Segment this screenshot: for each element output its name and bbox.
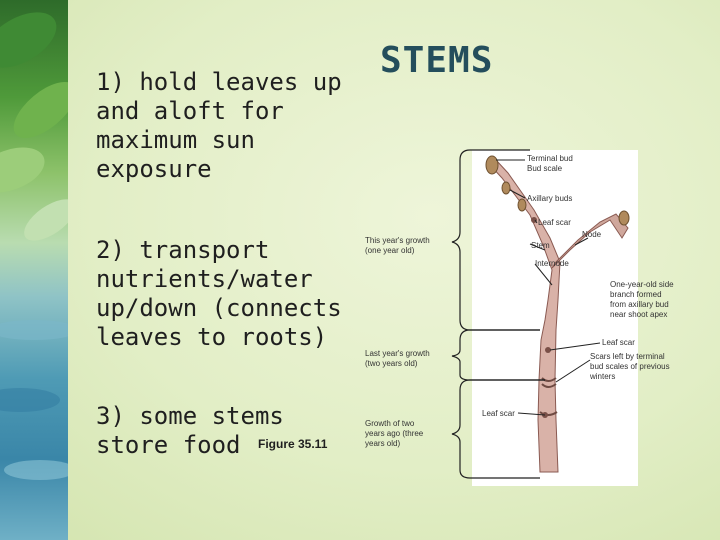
- pointer-internode: [534, 263, 553, 286]
- label-scars-terminal-2: bud scales of previous: [590, 362, 670, 371]
- point-transport: 2) transport nutrients/water up/down (co…: [96, 236, 342, 351]
- bud-scale-scar-ring: [541, 383, 557, 388]
- label-internode: Internode: [535, 259, 569, 268]
- label-two-years-2: years ago (three: [365, 429, 424, 438]
- point-store-food: 3) some stems store food: [96, 402, 284, 459]
- leaf-water-image-strip: [0, 0, 68, 540]
- label-side-branch-1: One-year-old side: [610, 280, 674, 289]
- pointer-leaf-scar-top: [534, 219, 538, 224]
- label-side-branch-3: from axillary bud: [610, 300, 669, 309]
- pointer-node: [574, 237, 589, 246]
- label-two-years-3: years old): [365, 439, 401, 448]
- bracket-this-year: [451, 149, 540, 331]
- bud-scale-scar-ring: [539, 411, 558, 416]
- label-leaf-scar-mid: Leaf scar: [602, 338, 635, 347]
- leaf-scar-mark: [545, 347, 551, 353]
- point-hold-leaves: 1) hold leaves up and aloft for maximum …: [96, 68, 342, 183]
- label-side-branch-4: near shoot apex: [610, 310, 668, 319]
- pointer-scars-terminal: [555, 359, 591, 383]
- slide-title: STEMS: [380, 40, 494, 81]
- label-leaf-scar-top: Leaf scar: [538, 218, 571, 227]
- label-scars-terminal-3: winters: [590, 372, 616, 381]
- label-side-branch-2: branch formed: [610, 290, 662, 299]
- pointer-leaf-scar-low: [517, 412, 546, 416]
- label-leaf-scar-low: Leaf scar: [482, 409, 515, 418]
- bracket-last-year: [451, 329, 545, 381]
- pointer-leaf-scar-mid: [549, 342, 601, 351]
- terminal-bud-mark: [485, 155, 499, 175]
- bud-scale-scar-ring: [541, 377, 557, 382]
- axillary-bud-mark: [517, 198, 527, 212]
- label-two-years-1: Growth of two: [365, 419, 415, 428]
- figure-reference: Figure 35.11: [258, 437, 328, 451]
- label-last-year-1: Last year's growth: [365, 349, 430, 358]
- label-scars-terminal-1: Scars left by terminal: [590, 352, 665, 361]
- label-axillary-buds: Axillary buds: [527, 194, 573, 203]
- label-terminal-bud: Terminal bud: [527, 154, 573, 163]
- label-this-year-2: (one year old): [365, 246, 415, 255]
- pointer-stem: [529, 243, 546, 251]
- label-this-year-1: This year's growth: [365, 236, 430, 245]
- side-branch-bud-mark: [618, 210, 630, 226]
- label-last-year-2: (two years old): [365, 359, 418, 368]
- label-bud-scale: Bud scale: [527, 164, 563, 173]
- label-node: Node: [582, 230, 602, 239]
- label-stem: Stem: [531, 241, 550, 250]
- pointer-axillary-buds: [509, 189, 526, 199]
- bracket-two-years: [451, 379, 545, 479]
- axillary-bud-mark: [501, 181, 511, 195]
